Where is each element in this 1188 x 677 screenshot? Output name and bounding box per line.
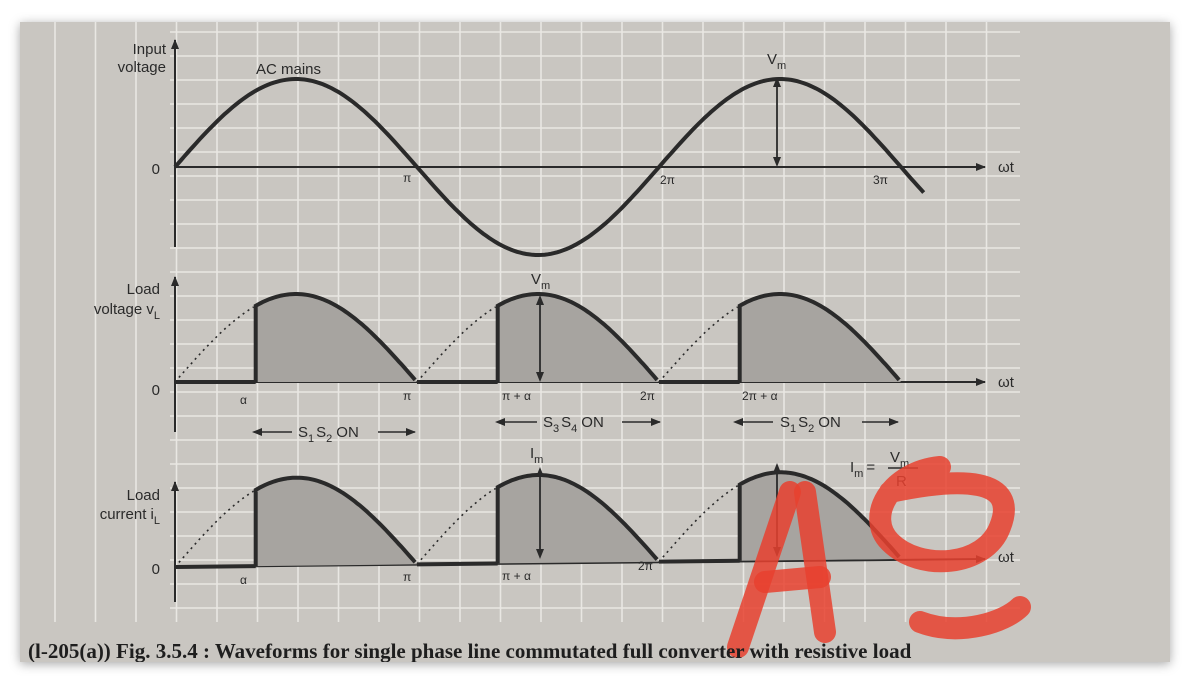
svg-text:Vm: Vm: [890, 449, 909, 470]
panel-input-voltage: Input voltage 0 ωt AC mains Vm π 2π 3π: [118, 39, 1015, 257]
waveform-figure: Input voltage 0 ωt AC mains Vm π 2π 3π L…: [28, 22, 1031, 662]
input-peak-label: Vm: [767, 51, 786, 72]
input-tick-pi: π: [403, 171, 411, 185]
input-tick-2pi: 2π: [660, 173, 675, 187]
vl-waveform: [174, 292, 901, 384]
il-zero-label: 0: [152, 561, 160, 578]
il-tick-pi-plus-alpha: π + α: [502, 569, 531, 583]
input-sine-wave: [173, 77, 926, 257]
vl-tick-pi-plus-alpha: π + α: [502, 389, 531, 403]
vl-zero-label: 0: [152, 382, 160, 399]
vl-axis-label: ωt: [998, 374, 1015, 391]
vl-ylabel-line1: Load: [127, 281, 160, 298]
vl-peak-label: Vm: [531, 271, 550, 292]
figure-caption: (l-205(a)) Fig. 3.5.4 : Waveforms for si…: [28, 639, 912, 662]
vl-tick-pi: π: [403, 389, 411, 403]
il-tick-2pi: 2π: [638, 559, 653, 573]
vl-tick-alpha: α: [240, 393, 247, 407]
il-tick-alpha: α: [240, 573, 247, 587]
vl-tick-2pi: 2π: [640, 389, 655, 403]
input-ylabel-line1: Input: [133, 41, 167, 58]
il-tick-pi: π: [403, 570, 411, 584]
il-axis-label: ωt: [998, 549, 1015, 566]
il-ylabel-line1: Load: [127, 487, 160, 504]
ac-mains-label: AC mains: [256, 61, 321, 78]
input-ylabel-line2: voltage: [118, 59, 166, 76]
watermark-logo: [727, 456, 1031, 658]
input-zero-label: 0: [152, 161, 160, 178]
vl-tick-2pi-plus-alpha: 2π + α: [742, 389, 778, 403]
il-x-axis: [174, 555, 986, 568]
svg-text:Im=: Im=: [850, 459, 875, 480]
il-peak-label: Im: [530, 445, 543, 466]
input-tick-3pi: 3π: [873, 173, 888, 187]
input-axis-label: ωt: [998, 159, 1015, 176]
vl-ylabel-line2: voltage vL: [94, 301, 160, 322]
panel-load-voltage: Load voltage vL 0 ωt Vm α π π + α 2π 2π …: [94, 271, 1015, 445]
il-ylabel-line2: current iL: [100, 506, 160, 527]
scanned-figure-photo: Input voltage 0 ωt AC mains Vm π 2π 3π L…: [20, 22, 1170, 662]
